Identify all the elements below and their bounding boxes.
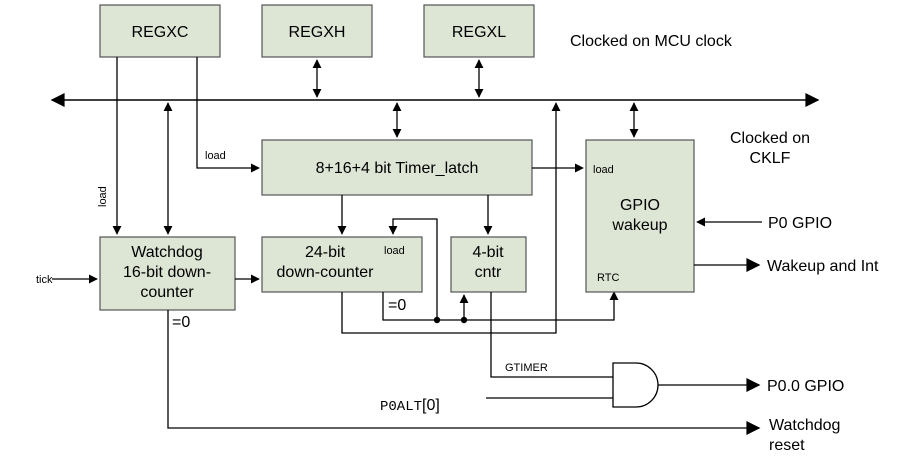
regxh-block: REGXH <box>261 4 373 58</box>
watchdog-label-line3: counter <box>140 284 194 301</box>
counter-bus-feedback <box>341 102 561 334</box>
regxc-load-wire <box>196 57 260 173</box>
cklf-label-line2: CKLF <box>750 150 791 167</box>
p0alt-label: P0ALT[0] <box>380 397 440 415</box>
gpio-wakeup-label-line1: GPIO <box>620 197 660 214</box>
wakeup-int-label: Wakeup and Int <box>767 258 879 275</box>
load-label-counter: load <box>384 245 405 257</box>
load-label-latch: load <box>205 150 226 162</box>
counter-eq0-label: =0 <box>388 297 406 314</box>
cklf-label-line1: Clocked on <box>730 130 810 147</box>
watchdog-block: Watchdog 16-bit down- counter <box>99 236 236 311</box>
watchdog-label-line2: 16-bit down- <box>123 264 211 281</box>
watchdog-label-line1: Watchdog <box>131 244 202 261</box>
down-counter-label-line1: 24-bit <box>305 244 346 261</box>
gtimer-wire <box>490 292 613 378</box>
gpio-wakeup-block: load GPIO wakeup RTC <box>585 139 695 293</box>
down-counter-24-block: 24-bit down-counter load <box>261 236 423 293</box>
watchdog-eq0-label: =0 <box>172 314 190 331</box>
regxc-block: REGXC <box>99 4 221 58</box>
regxl-block: REGXL <box>423 4 535 58</box>
and-gate <box>612 362 659 408</box>
timer-latch-label: 8+16+4 bit Timer_latch <box>316 160 479 177</box>
junction-dot-1 <box>433 316 441 324</box>
junction-dot-2 <box>460 316 468 324</box>
regxc-label: REGXC <box>132 24 189 41</box>
p0-gpio-label: P0 GPIO <box>768 215 832 232</box>
watchdog-reset-label-line2: reset <box>769 437 805 454</box>
watchdog-reset-wire <box>167 310 761 435</box>
load-feedback-wire <box>388 218 438 320</box>
p00-gpio-label: P0.0 GPIO <box>767 378 844 395</box>
gpio-wakeup-label-line2: wakeup <box>611 217 667 234</box>
watchdog-reset-label-line1: Watchdog <box>769 417 840 434</box>
load-label-watchdog: load <box>97 186 109 207</box>
counter-zero-wire <box>382 291 619 321</box>
counter-4bit-label-line2: cntr <box>475 264 502 281</box>
rtc-label: RTC <box>597 272 619 284</box>
down-counter-label-line2: down-counter <box>277 264 375 281</box>
counter-4bit-block: 4-bit cntr <box>450 236 527 293</box>
load-label-gpio: load <box>593 164 614 176</box>
regxh-label: REGXH <box>289 24 346 41</box>
gtimer-label: GTIMER <box>505 362 548 374</box>
tick-label: tick <box>36 274 53 286</box>
counter-4bit-label-line1: 4-bit <box>472 244 504 261</box>
mcu-clock-label: Clocked on MCU clock <box>570 33 733 50</box>
timer-latch-block: 8+16+4 bit Timer_latch <box>261 139 533 196</box>
regxl-label: REGXL <box>452 24 506 41</box>
